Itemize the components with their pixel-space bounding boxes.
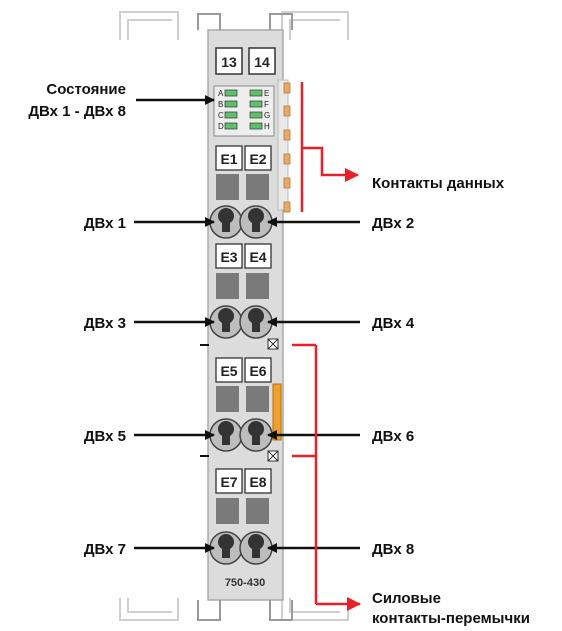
connector-label-e1: E1: [220, 151, 237, 167]
input-arrows: [134, 95, 360, 553]
connector-label-e2: E2: [249, 151, 266, 167]
connector-group-e1-e2: E1 E2: [209, 145, 273, 239]
data-contacts-bracket: [300, 82, 359, 212]
connector-label-e3: E3: [220, 249, 237, 265]
connector-group-e3-e4: E3 E4: [209, 243, 273, 339]
terminal-14: 14: [254, 54, 270, 70]
power-jumper-orange: [272, 383, 282, 441]
data-contacts: [283, 82, 291, 213]
connector-group-e7-e8: E7 E8: [209, 468, 273, 565]
status-label-line1: Состояние: [46, 81, 126, 98]
connector-label-e4: E4: [249, 249, 266, 265]
power-contacts-label-line2: контакты-перемычки: [372, 610, 530, 627]
input-label-6: ДВх 6: [372, 428, 414, 445]
din-rail-outline: [119, 11, 349, 621]
input-label-1: ДВх 1: [84, 215, 126, 232]
power-contacts-label-line1: Силовые: [372, 590, 441, 607]
led-column-left: A B C D: [218, 89, 238, 131]
connector-label-e5: E5: [220, 363, 237, 379]
led-label-b: B: [218, 100, 223, 109]
connector-label-e6: E6: [249, 363, 266, 379]
input-label-8: ДВх 8: [372, 541, 414, 558]
status-label-line2: ДВх 1 - ДВх 8: [28, 103, 126, 120]
input-label-2: ДВх 2: [372, 215, 414, 232]
input-label-5: ДВх 5: [84, 428, 126, 445]
power-contact-top: [200, 338, 279, 350]
led-column-right: E F G H: [249, 89, 270, 131]
annotation-labels: Состояние ДВх 1 - ДВх 8 Контакты данных …: [28, 81, 530, 627]
led-panel: A B C D E F G H: [213, 85, 275, 137]
led-label-g: G: [264, 111, 270, 120]
top-terminals: 13 14: [215, 47, 276, 75]
input-label-4: ДВх 4: [372, 315, 415, 332]
input-label-7: ДВх 7: [84, 541, 126, 558]
power-contacts-bracket: [292, 343, 361, 611]
led-label-c: C: [218, 111, 224, 120]
data-contacts-label: Контакты данных: [372, 175, 505, 192]
led-label-e: E: [264, 89, 269, 98]
led-label-h: H: [264, 122, 270, 131]
power-contact-bottom: [200, 450, 279, 462]
led-label-d: D: [218, 122, 224, 131]
connector-label-e7: E7: [220, 474, 237, 490]
led-label-a: A: [218, 89, 224, 98]
model-number: 750-430: [225, 577, 265, 589]
connector-label-e8: E8: [249, 474, 266, 490]
led-label-f: F: [264, 100, 269, 109]
terminal-13: 13: [221, 54, 237, 70]
input-label-3: ДВх 3: [84, 315, 126, 332]
